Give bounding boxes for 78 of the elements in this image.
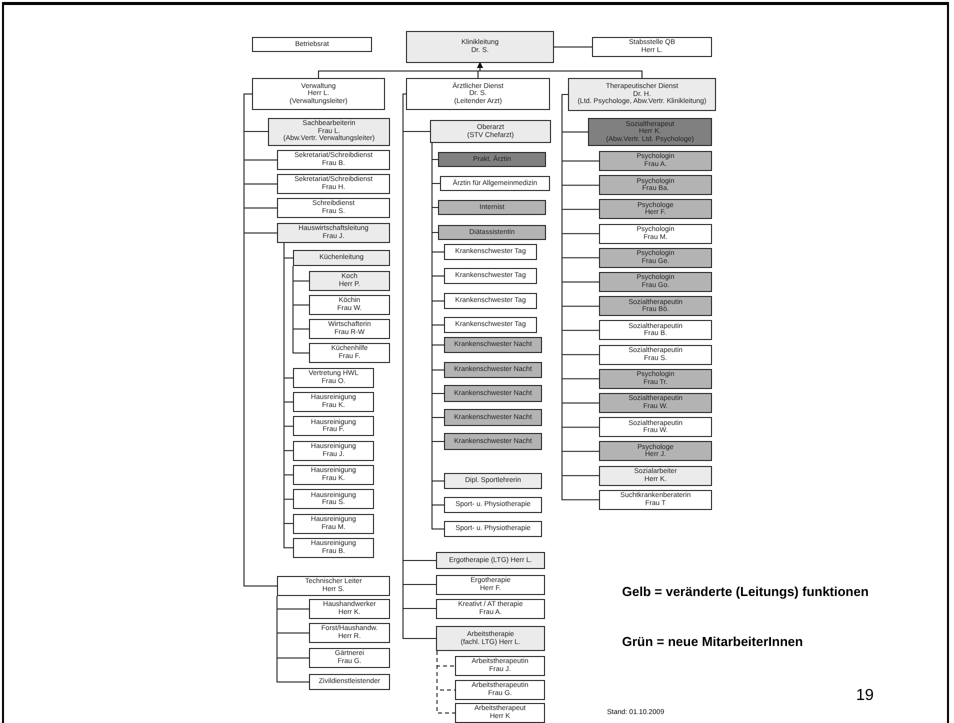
org-unit-box (436, 574, 545, 594)
org-unit-box (309, 674, 390, 690)
org-unit-box (406, 78, 550, 110)
org-unit-box (599, 224, 712, 244)
org-unit-box (293, 250, 390, 266)
org-unit-box (438, 225, 546, 240)
org-unit-box (430, 120, 551, 143)
org-unit-box (309, 295, 390, 315)
org-unit-box (592, 37, 712, 57)
org-unit-box (436, 598, 545, 618)
org-unit-box (309, 319, 390, 339)
org-unit-box (406, 31, 554, 63)
org-unit-box (444, 244, 537, 260)
org-unit-box (444, 433, 542, 450)
org-unit-box (599, 151, 712, 171)
org-unit-box (455, 656, 545, 676)
org-unit-box (293, 538, 374, 558)
org-unit-box (444, 293, 537, 309)
legend-note: Grün = neue MitarbeiterInnen (622, 634, 803, 651)
connector-line (436, 650, 456, 714)
org-unit-box (293, 464, 374, 485)
org-unit-box (252, 78, 385, 110)
org-unit-box (599, 296, 712, 316)
arrow (477, 62, 642, 78)
org-unit-box (599, 320, 712, 340)
org-unit-box (455, 680, 545, 700)
org-unit-box (309, 343, 390, 363)
org-unit-box (309, 599, 390, 619)
org-unit-box (444, 521, 542, 537)
org-unit-box (444, 409, 542, 426)
org-unit-box (268, 118, 390, 146)
connector-line (244, 94, 278, 586)
org-unit-box (293, 489, 374, 510)
connector-line (276, 596, 310, 682)
org-unit-box (455, 703, 545, 723)
org-unit-box (309, 623, 390, 643)
org-unit-box (436, 552, 545, 569)
org-unit-box (293, 416, 374, 436)
org-unit-box (293, 440, 374, 461)
org-unit-box (599, 272, 712, 292)
org-unit-box (599, 441, 712, 462)
connector-line (554, 46, 592, 48)
org-unit-box (293, 368, 374, 388)
org-unit-box (444, 385, 542, 402)
org-unit-box (588, 118, 712, 146)
connector-line (292, 266, 310, 354)
org-unit-box (599, 490, 712, 510)
org-unit-box (568, 78, 716, 111)
page-number: 19 (856, 686, 874, 706)
org-unit-box (440, 176, 550, 191)
org-unit-box (293, 514, 374, 534)
org-unit-box (293, 392, 374, 412)
org-unit-box (444, 268, 537, 284)
org-unit-box (444, 362, 542, 378)
org-unit-box (599, 248, 712, 268)
org-unit-box (252, 37, 372, 52)
org-unit-box (436, 626, 545, 651)
org-unit-box (277, 150, 390, 170)
org-unit-box (599, 466, 712, 486)
org-unit-box (599, 175, 712, 196)
org-unit-box (438, 152, 546, 167)
org-unit-box (277, 174, 390, 194)
org-unit-box (444, 473, 542, 489)
org-unit-box (277, 198, 390, 218)
org-unit-box (438, 200, 546, 215)
org-unit-box (309, 648, 390, 668)
org-unit-box (277, 223, 390, 243)
org-unit-box (599, 393, 712, 413)
org-unit-box (599, 417, 712, 438)
legend-note: Gelb = veränderte (Leitungs) funktionen (622, 584, 869, 601)
org-unit-box (599, 368, 712, 389)
org-unit-box (309, 271, 390, 291)
org-unit-box (444, 497, 542, 513)
org-unit-box (277, 576, 390, 596)
org-unit-box (444, 317, 537, 333)
org-unit-box (599, 199, 712, 220)
org-unit-box (444, 337, 542, 353)
org-unit-box (599, 344, 712, 365)
